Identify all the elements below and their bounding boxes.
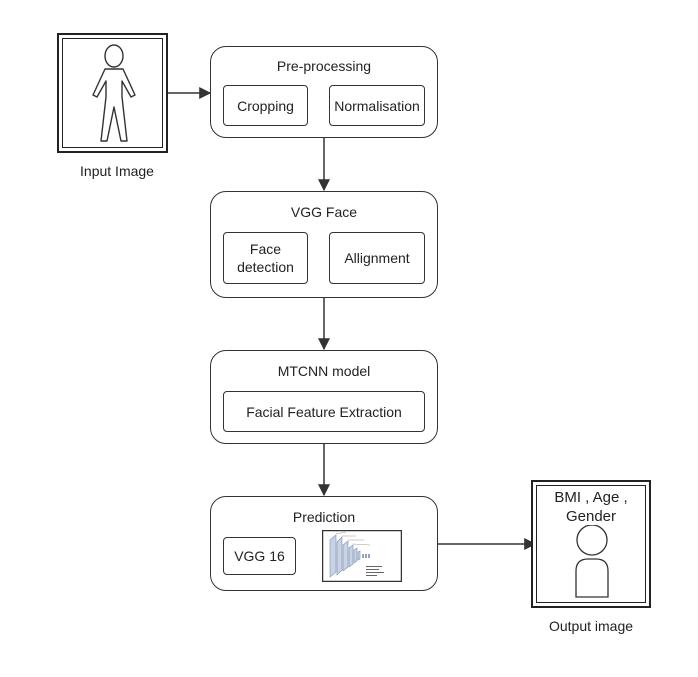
face-detection-box: Face detection	[223, 232, 308, 284]
output-image-frame: BMI , Age , Gender	[531, 480, 651, 608]
preprocessing-title: Pre-processing	[276, 58, 372, 74]
cropping-box: Cropping	[223, 85, 308, 126]
vgg16-box: VGG 16	[223, 537, 296, 575]
preprocessing-block: Pre-processing Cropping Normalisation	[210, 46, 438, 138]
mtcnn-block: MTCNN model Facial Feature Extraction	[210, 350, 438, 444]
input-image-frame	[57, 33, 168, 153]
mtcnn-title: MTCNN model	[277, 363, 371, 379]
person-figure-icon	[92, 44, 136, 142]
input-image-caption: Input Image	[80, 163, 154, 179]
person-avatar-icon	[575, 525, 609, 598]
allignment-box: Allignment	[329, 232, 425, 284]
cnn-architecture-thumbnail	[322, 530, 402, 582]
prediction-block: Prediction VGG 16	[210, 496, 438, 591]
vgg-face-title: VGG Face	[290, 204, 358, 220]
output-label: BMI , Age , Gender	[554, 489, 628, 525]
vgg-face-block: VGG Face Face detection Allignment	[210, 191, 438, 298]
facial-feature-extraction-box: Facial Feature Extraction	[223, 391, 425, 432]
output-image-caption: Output image	[548, 618, 634, 634]
normalisation-box: Normalisation	[329, 85, 425, 126]
prediction-title: Prediction	[292, 509, 356, 525]
